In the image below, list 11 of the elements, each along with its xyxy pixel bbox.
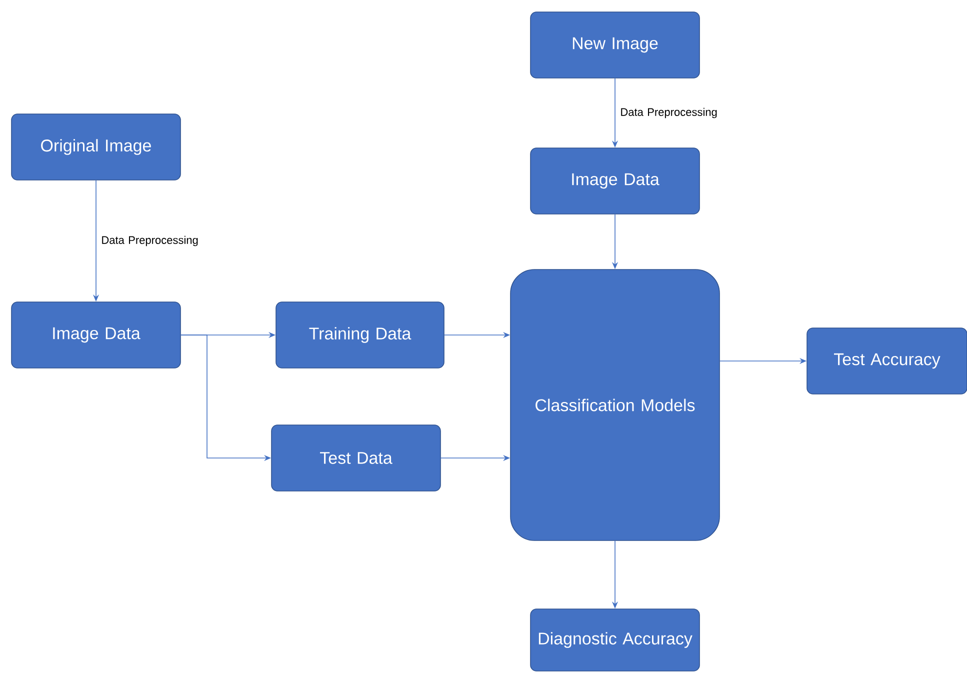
process-box: Classification Models (510, 269, 720, 541)
process-box: New Image (530, 12, 700, 78)
edge-label: Data Preprocessing (621, 108, 717, 118)
process-box: Training Data (276, 302, 444, 368)
edge-label: Data Preprocessing (102, 236, 198, 246)
process-box: Test Accuracy (806, 328, 967, 394)
process-box: Diagnostic Accuracy (530, 608, 700, 672)
process-box: Image Data (11, 302, 181, 368)
process-box: Image Data (530, 148, 700, 214)
process-box: Original Image (11, 114, 181, 180)
process-box: Test Data (271, 424, 441, 492)
